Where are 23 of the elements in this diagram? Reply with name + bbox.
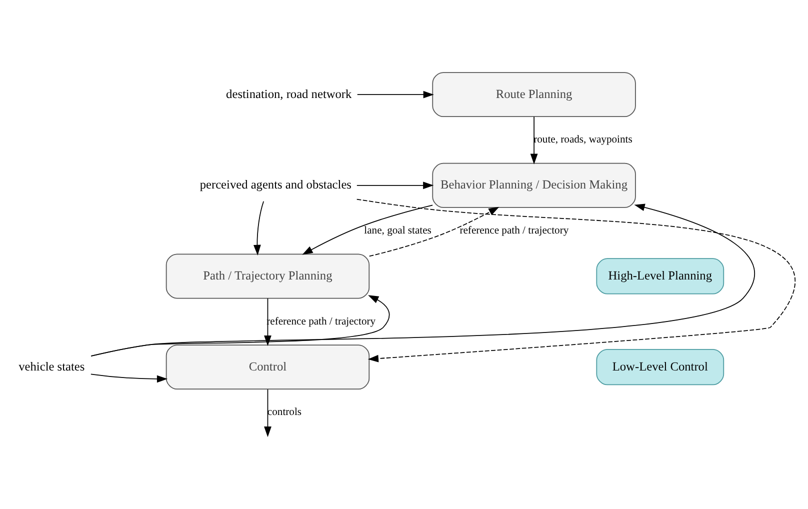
arrow bbox=[302, 204, 433, 255]
arrow bbox=[264, 388, 272, 438]
arrow bbox=[368, 206, 500, 257]
node-box: Path / Trajectory Planning bbox=[166, 254, 370, 299]
node-box: Route Planning bbox=[432, 72, 636, 118]
arrow bbox=[356, 90, 434, 98]
node-box: Low-Level Control bbox=[596, 348, 724, 386]
node-text: perceived agents and obstacles bbox=[200, 178, 352, 192]
edge-label: controls bbox=[267, 407, 302, 418]
arrow bbox=[253, 200, 264, 256]
edge-label: reference path / trajectory bbox=[460, 226, 569, 237]
arrow bbox=[90, 204, 755, 356]
arrow bbox=[356, 182, 434, 190]
node-box: High-Level Planning bbox=[596, 258, 724, 294]
edge-label: lane, goal states bbox=[364, 226, 432, 237]
node-text: destination, road network bbox=[226, 86, 352, 101]
arrow bbox=[90, 374, 168, 383]
node-box: Behavior Planning / Decision Making bbox=[432, 162, 636, 208]
arrow bbox=[90, 295, 390, 357]
node-text: vehicle states bbox=[18, 359, 85, 374]
arrow bbox=[356, 198, 796, 362]
node-box: Control bbox=[166, 344, 370, 390]
arrow bbox=[530, 116, 538, 164]
